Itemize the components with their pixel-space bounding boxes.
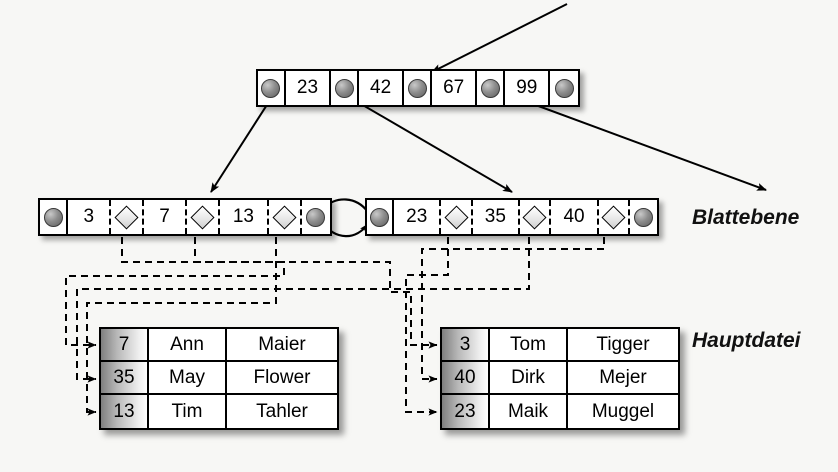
root-pointer-4[interactable] [550, 71, 579, 105]
row-key: 23 [442, 395, 490, 428]
record-diamond-icon [601, 204, 626, 230]
pointer-sphere-icon [306, 207, 326, 227]
root-pointer-0[interactable] [258, 71, 286, 105]
leafright-key-2: 40 [551, 200, 597, 234]
leafleft-next-pointer[interactable] [301, 200, 331, 234]
root-key-2: 67 [432, 71, 478, 105]
root-key-3: 99 [505, 71, 551, 105]
pointer-sphere-icon [634, 207, 654, 227]
row-lastname: Mejer [568, 362, 678, 393]
table-row[interactable]: 7 Ann Maier [101, 329, 337, 362]
record-diamond-icon [444, 204, 469, 230]
record-diamond-icon [272, 204, 297, 230]
pointer-sphere-icon [554, 78, 574, 98]
row-firstname: Dirk [490, 362, 568, 393]
leafright-record-0[interactable] [439, 200, 473, 234]
label-hauptdatei: Hauptdatei [692, 329, 801, 352]
table-row[interactable]: 35 May Flower [101, 362, 337, 395]
row-firstname: Tim [149, 395, 227, 428]
leafleft-record-1[interactable] [184, 200, 220, 234]
row-lastname: Flower [227, 362, 337, 393]
table-row[interactable]: 13 Tim Tahler [101, 395, 337, 428]
table-row[interactable]: 23 Maik Muggel [442, 395, 678, 428]
arrow-root-to-leaf-right [348, 96, 513, 193]
row-firstname: Ann [149, 329, 227, 360]
root-pointer-2[interactable] [404, 71, 433, 105]
row-key: 35 [101, 362, 149, 393]
root-node[interactable]: 23 42 67 99 [256, 69, 580, 107]
table-row[interactable]: 3 Tom Tigger [442, 329, 678, 362]
pointer-sphere-icon [261, 78, 281, 98]
leafleft-key-2: 13 [219, 200, 267, 234]
leafleft-key-0: 3 [68, 200, 110, 234]
pointer-sphere-icon [480, 78, 500, 98]
dashed-link-leafleft-rec2 [65, 237, 285, 349]
dashed-link-leafleft-rec1 [121, 237, 438, 349]
row-firstname: May [149, 362, 227, 393]
dashed-link-leafright-rec3 [421, 237, 605, 383]
record-diamond-icon [114, 204, 139, 230]
record-diamond-icon [522, 204, 547, 230]
pointer-sphere-icon [43, 207, 63, 227]
arrow-root-to-leaf-left [210, 96, 273, 193]
leafright-record-1[interactable] [517, 200, 552, 234]
leaf-node-left[interactable]: 3 7 13 [38, 198, 332, 236]
arrow-external-to-root [431, 3, 568, 73]
row-lastname: Tigger [568, 329, 678, 360]
arrow-root-to-leaf-level-label [513, 96, 767, 191]
leafleft-record-2[interactable] [267, 200, 302, 234]
pointer-sphere-icon [370, 207, 390, 227]
row-lastname: Muggel [568, 395, 678, 428]
leafleft-prev-pointer[interactable] [40, 200, 69, 234]
leaf-node-right[interactable]: 23 35 40 [365, 198, 659, 236]
row-firstname: Maik [490, 395, 568, 428]
row-key: 40 [442, 362, 490, 393]
leafleft-record-0[interactable] [109, 200, 145, 234]
data-table-right[interactable]: 3 Tom Tigger 40 Dirk Mejer 23 Maik Mugge… [440, 327, 680, 430]
root-key-0: 23 [285, 71, 332, 105]
row-firstname: Tom [490, 329, 568, 360]
row-lastname: Tahler [227, 395, 337, 428]
label-blattebene: Blattebene [692, 206, 800, 229]
leafright-key-1: 35 [472, 200, 518, 234]
row-key: 7 [101, 329, 149, 360]
pointer-sphere-icon [407, 78, 427, 98]
leafright-prev-pointer[interactable] [367, 200, 395, 234]
leafright-key-0: 23 [394, 200, 440, 234]
root-key-1: 42 [359, 71, 405, 105]
row-lastname: Maier [227, 329, 337, 360]
leafright-record-2[interactable] [596, 200, 631, 234]
leafright-next-pointer[interactable] [630, 200, 657, 234]
row-key: 13 [101, 395, 149, 428]
root-pointer-3[interactable] [477, 71, 506, 105]
dashed-link-leafright-rec2 [76, 237, 530, 383]
leafleft-key-1: 7 [144, 200, 185, 234]
pointer-sphere-icon [334, 78, 354, 98]
data-table-left[interactable]: 7 Ann Maier 35 May Flower 13 Tim Tahler [99, 327, 339, 430]
root-pointer-1[interactable] [331, 71, 359, 105]
dashed-link-leafright-rec1 [405, 237, 449, 416]
dashed-link-leafleft-rec3 [86, 237, 277, 416]
row-key: 3 [442, 329, 490, 360]
table-row[interactable]: 40 Dirk Mejer [442, 362, 678, 395]
record-diamond-icon [190, 204, 215, 230]
